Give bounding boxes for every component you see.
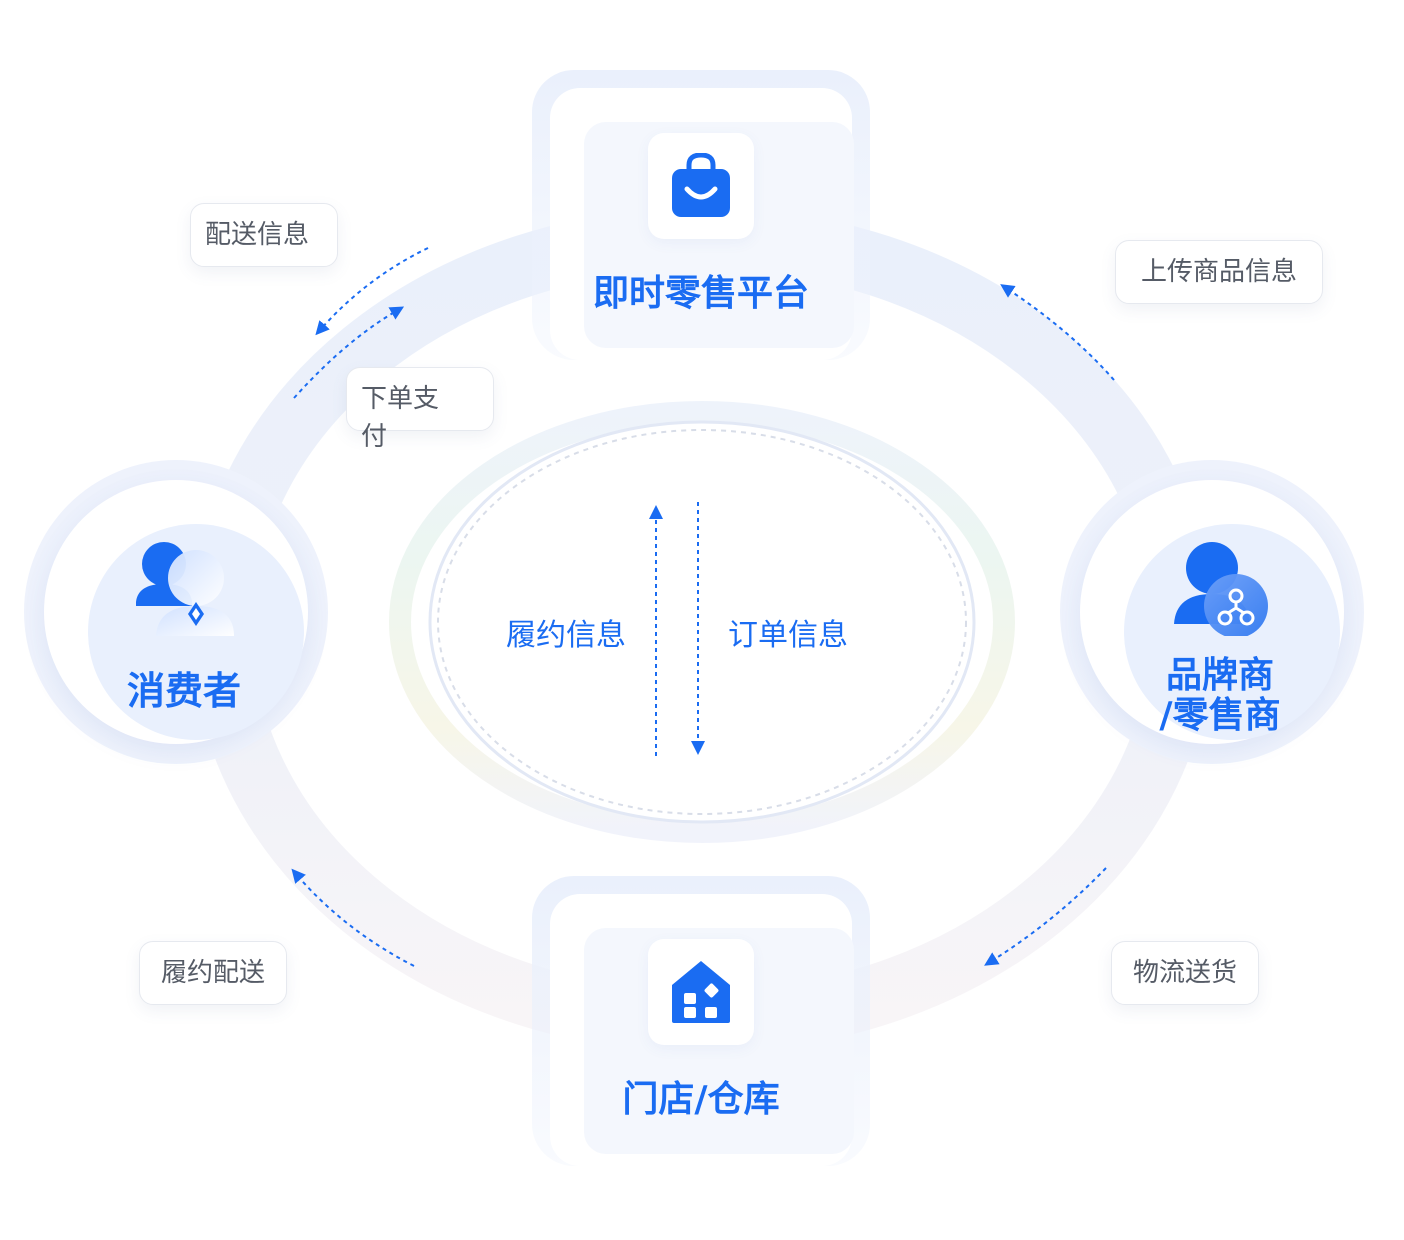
node-consumer: 消费者 [24, 460, 328, 764]
node-platform: 即时零售平台 [532, 70, 870, 360]
node-brand-label-line2: /零售商 [1159, 695, 1281, 736]
flow-fulfill-delivery: 履约配送 [139, 941, 287, 1005]
user-network-icon [1174, 542, 1268, 636]
flow-upload-goods: 上传商品信息 [1115, 240, 1323, 304]
shopping-bag-icon [672, 153, 730, 217]
arrow-fulfill-delivery [291, 868, 415, 967]
node-store: 门店/仓库 [532, 876, 870, 1166]
node-brand-label-line1: 品牌商 [1165, 655, 1274, 696]
flow-delivery-info: 配送信息 [190, 203, 338, 267]
store-icon [672, 961, 730, 1023]
node-store-label: 门店/仓库 [622, 1079, 780, 1120]
node-brand: 品牌商 /零售商 [1060, 460, 1364, 764]
node-platform-label: 即时零售平台 [592, 273, 809, 314]
arrow-delivery-info [315, 247, 429, 336]
node-brand-label: 品牌商 /零售商 [1060, 656, 1380, 736]
user-icon [136, 542, 234, 636]
node-consumer-label: 消费者 [126, 669, 241, 713]
arrow-order-pay [293, 306, 405, 399]
flow-order-pay: 下单支付 [346, 367, 494, 452]
center-order-info: 订单信息 [728, 618, 848, 653]
arrow-logistics [984, 867, 1107, 966]
flow-logistics: 物流送货 [1111, 941, 1259, 1005]
center-halo [389, 401, 1015, 843]
center-ellipse [428, 420, 976, 824]
center-fulfill-info: 履约信息 [506, 618, 626, 653]
center-ellipse-dash [437, 429, 967, 815]
